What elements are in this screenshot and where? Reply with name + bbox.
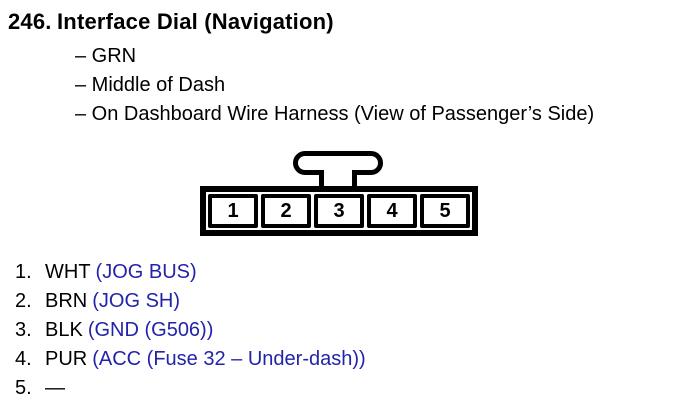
detail-connector-color: – GRN — [75, 45, 137, 67]
pinout-list: 1. WHT(JOG BUS) 2. BRN(JOG SH) 3. BLK(GND (… — [15, 258, 366, 403]
section-heading: 246.Interface Dial (Navigation) — [8, 9, 334, 35]
pin-row-2: 2. BRN(JOG SH) — [15, 287, 366, 316]
detail-harness: – On Dashboard Wire Harness (View of Pas… — [75, 103, 595, 125]
detail-location: – Middle of Dash — [75, 74, 226, 96]
pin-row-5: 5. — — [15, 374, 366, 403]
pin-cavity-label: 3 — [333, 199, 345, 222]
page-title: Interface Dial (Navigation) — [57, 9, 334, 34]
pin-cavity-label: 1 — [227, 199, 239, 222]
wire-signal: (JOG SH) — [92, 290, 181, 312]
wire-color: PUR — [45, 348, 88, 370]
connector-details: – GRN – Middle of Dash – On Dashboard Wi… — [75, 42, 594, 129]
pin-row-3: 3. BLK(GND (G506)) — [15, 316, 366, 345]
pin-cavity-2: 2 — [261, 194, 311, 228]
wire-color: — — [45, 377, 65, 399]
pin-cavity-5: 5 — [420, 194, 470, 228]
pin-number: 3. — [15, 319, 32, 341]
connector-latch — [293, 151, 383, 186]
pin-cavity-4: 4 — [367, 194, 417, 228]
pin-number: 1. — [15, 261, 32, 283]
latch-neck — [319, 170, 357, 186]
wire-signal: (GND (G506)) — [87, 319, 214, 341]
wire-signal: (ACC (Fuse 32 – Under-dash)) — [92, 348, 366, 370]
pin-row-4: 4. PUR(ACC (Fuse 32 – Under-dash)) — [15, 345, 366, 374]
pin-cavity-label: 4 — [386, 199, 398, 222]
wire-signal: (JOG BUS) — [95, 261, 197, 283]
pin-number: 2. — [15, 290, 32, 312]
wire-color: WHT — [45, 261, 91, 283]
pin-number: 5. — [15, 377, 32, 399]
section-number: 246. — [8, 9, 52, 34]
pin-cavity-3: 3 — [314, 194, 364, 228]
pin-cavity-label: 2 — [280, 199, 292, 222]
wire-color: BLK — [45, 319, 83, 341]
pin-cavity-label: 5 — [439, 199, 451, 222]
pin-cavity-1: 1 — [208, 194, 258, 228]
wire-color: BRN — [45, 290, 88, 312]
pin-number: 4. — [15, 348, 32, 370]
pin-row-1: 1. WHT(JOG BUS) — [15, 258, 366, 287]
connector-body-diagram: 1 2 3 4 5 — [200, 186, 478, 236]
